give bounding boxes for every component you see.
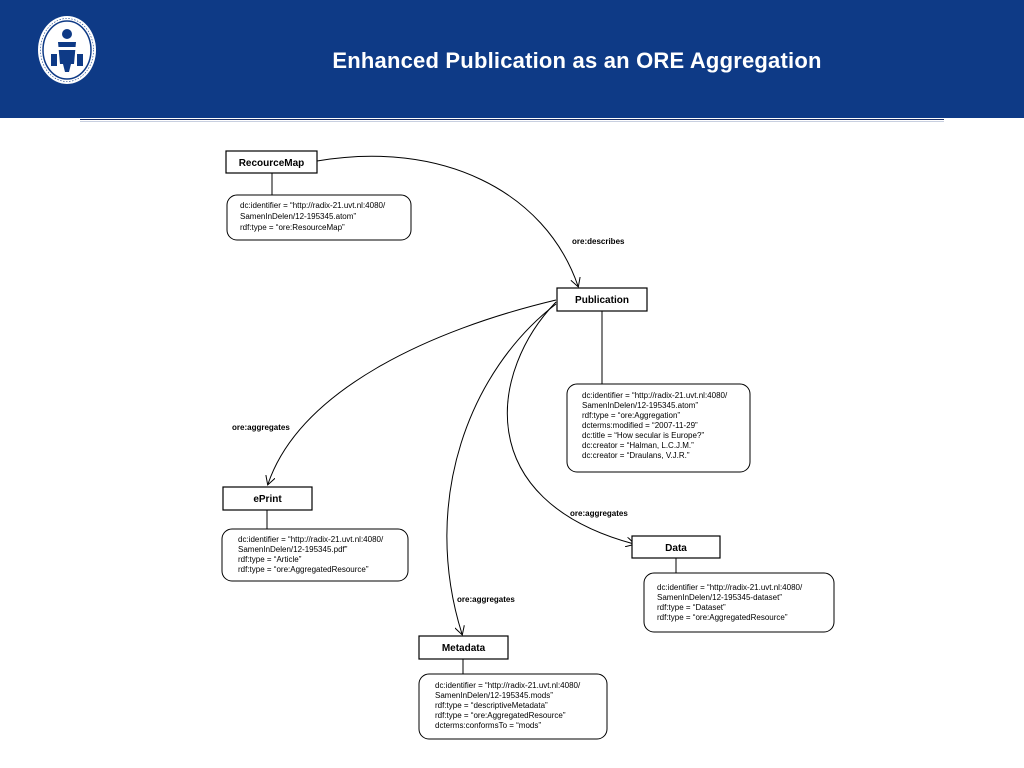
- metadata-attr-line: rdf:type = “ore:AggregatedResource”: [435, 711, 566, 720]
- edge-label-aggregates-metadata: ore:aggregates: [457, 595, 515, 604]
- metadata-attr-line: SamenInDelen/12-195345.mods”: [435, 691, 553, 700]
- node-resourcemap-label: RecourceMap: [239, 158, 305, 169]
- data-attr-line: SamenInDelen/12-195345-dataset”: [657, 593, 782, 602]
- attributes-eprint: dc:identifier = “http://radix-21.uvt.nl:…: [221, 528, 409, 582]
- data-attr-line: rdf:type = “Dataset”: [657, 603, 726, 612]
- edge-aggregates-eprint: [268, 299, 557, 484]
- edge-aggregates-metadata: [446, 303, 557, 634]
- edge-aggregates-data: [506, 301, 634, 544]
- node-metadata-label: Metadata: [442, 643, 486, 654]
- metadata-attr-line: dcterms:conformsTo = “mods”: [435, 721, 541, 730]
- node-publication-label: Publication: [575, 295, 629, 306]
- resourcemap-attr-line: SamenInDelen/12-195345.atom”: [240, 212, 356, 221]
- university-seal-icon: [38, 16, 96, 84]
- publication-attr-line: dc:title = “How secular is Europe?”: [582, 431, 704, 440]
- node-metadata: Metadata: [418, 635, 509, 660]
- node-data-label: Data: [665, 543, 687, 554]
- slide-header: Enhanced Publication as an ORE Aggregati…: [0, 0, 1024, 118]
- attributes-metadata: dc:identifier = “http://radix-21.uvt.nl:…: [418, 673, 608, 740]
- edge-label-aggregates-data: ore:aggregates: [570, 509, 628, 518]
- slide-title: Enhanced Publication as an ORE Aggregati…: [332, 48, 822, 73]
- eprint-attr-line: rdf:type = “ore:AggregatedResource”: [238, 565, 369, 574]
- publication-attr-line: dc:identifier = “http://radix-21.uvt.nl:…: [582, 391, 728, 400]
- publication-attr-line: dc:creator = “Halman, L.C.J.M.”: [582, 441, 694, 450]
- publication-attr-line: dc:creator = “Draulans, V.J.R.”: [582, 451, 690, 460]
- node-eprint: ePrint: [222, 486, 313, 511]
- edge-describes: [316, 155, 578, 286]
- attributes-publication: dc:identifier = “http://radix-21.uvt.nl:…: [566, 383, 751, 473]
- publication-attr-line: SamenInDelen/12-195345.atom”: [582, 401, 698, 410]
- title-divider: [80, 119, 944, 120]
- title-divider-shadow: [80, 121, 944, 122]
- edge-label-describes: ore:describes: [572, 237, 625, 246]
- metadata-attr-line: dc:identifier = “http://radix-21.uvt.nl:…: [435, 681, 581, 690]
- node-resourcemap: RecourceMap: [225, 150, 318, 174]
- eprint-attr-line: rdf:type = “Article”: [238, 555, 302, 564]
- node-data: Data: [631, 535, 721, 559]
- eprint-attr-line: SamenInDelen/12-195345.pdf”: [238, 545, 348, 554]
- publication-attr-line: rdf:type = “ore:Aggregation”: [582, 411, 680, 420]
- edge-label-aggregates-eprint: ore:aggregates: [232, 423, 290, 432]
- node-publication: Publication: [556, 287, 648, 312]
- publication-attr-line: dcterms:modified = “2007-11-29”: [582, 421, 698, 430]
- node-eprint-label: ePrint: [253, 494, 282, 505]
- metadata-attr-line: rdf:type = “descriptiveMetadata”: [435, 701, 548, 710]
- data-attr-line: rdf:type = “ore:AggregatedResource”: [657, 613, 788, 622]
- attributes-resourcemap: dc:identifier = “http://radix-21.uvt.nl:…: [226, 194, 412, 241]
- resourcemap-attr-line: dc:identifier = “http://radix-21.uvt.nl:…: [240, 201, 386, 210]
- eprint-attr-line: dc:identifier = “http://radix-21.uvt.nl:…: [238, 535, 384, 544]
- data-attr-line: dc:identifier = “http://radix-21.uvt.nl:…: [657, 583, 803, 592]
- attributes-data: dc:identifier = “http://radix-21.uvt.nl:…: [643, 572, 835, 633]
- resourcemap-attr-line: rdf:type = “ore:ResourceMap”: [240, 223, 345, 232]
